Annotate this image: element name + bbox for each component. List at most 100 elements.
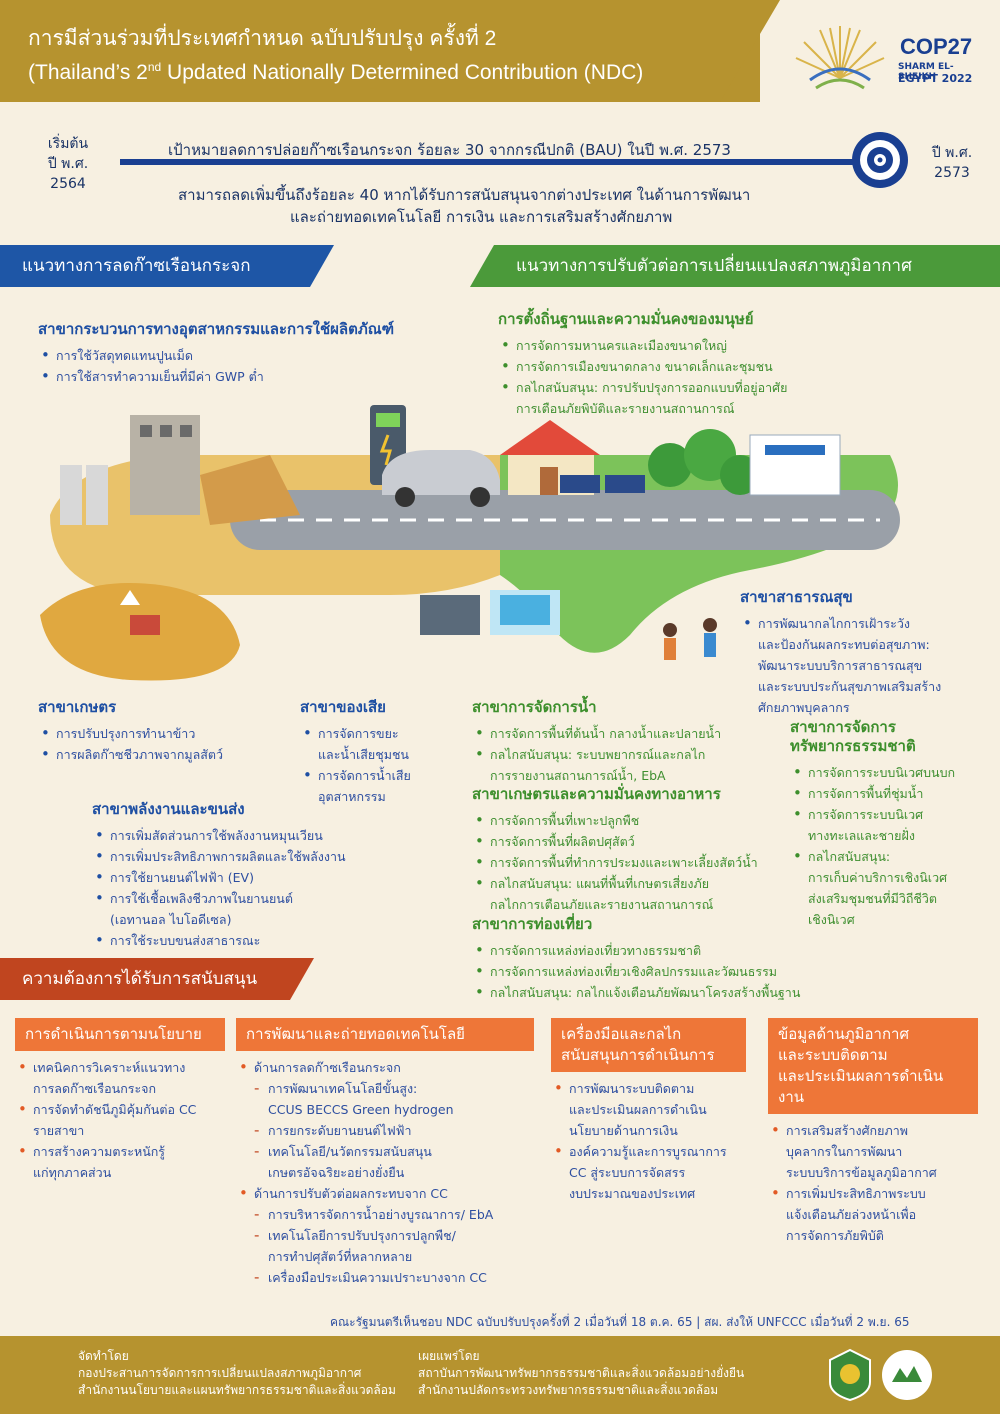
sector-waste-list: การจัดการขยะ และน้ำเสียชุมชน การจัดการน้… <box>300 723 411 807</box>
start-label: เริ่มต้น <box>47 136 89 152</box>
sector-energy-list: การเพิ่มสัดส่วนการใช้พลังงานหมุนเวียน กา… <box>92 825 346 951</box>
support-data-list: การเสริมสร้างศักยภาพ บุคลากรในการพัฒนา ร… <box>768 1120 978 1246</box>
farm-icon <box>40 583 240 681</box>
list-item: การเพิ่มประสิทธิภาพระบบ <box>768 1183 978 1204</box>
support-data: ข้อมูลด้านภูมิอากาศ และระบบติดตาม และประ… <box>768 1018 978 1246</box>
title-line-1: การมีส่วนร่วมที่ประเทศกำหนด ฉบับปรับปรุง… <box>28 27 497 50</box>
cop-subtitle-1: SHARM EL-SHEIKH <box>898 62 954 82</box>
target-icon <box>852 132 908 188</box>
footer-published-by: เผยแพร่โดย สถาบันการพัฒนาทรัพยากรธรรมชาต… <box>418 1348 744 1399</box>
sector-natural-title: สาขาการจัดการ ทรัพยากรธรรมชาติ <box>790 718 955 756</box>
list-item: การจัดทำดัชนีภูมิคุ้มกันต่อ CC <box>15 1099 225 1120</box>
list-item: ศักยภาพบุคลากร <box>758 700 850 715</box>
timeline-start: เริ่มต้น ปี พ.ศ. 2564 <box>38 134 98 194</box>
list-item: การจัดการแหล่งท่องเที่ยวทางธรรมชาติ <box>472 940 800 961</box>
adaptation-banner-tip <box>470 245 494 287</box>
electric-car-icon <box>382 450 500 507</box>
list-item: เกษตรอัจฉริยะอย่างยั่งยืน <box>268 1165 405 1180</box>
support-tech-title: การพัฒนาและถ่ายทอดเทคโนโลยี <box>236 1018 534 1051</box>
sector-tourism-title: สาขาการท่องเที่ยว <box>472 915 593 933</box>
list-item: และระบบประกันสุขภาพเสริมสร้าง <box>758 679 942 694</box>
list-item: การลดก๊าซเรือนกระจก <box>33 1081 157 1096</box>
sector-energy-title: สาขาพลังงานและขนส่ง <box>92 800 245 818</box>
list-item: การผลิตก๊าซชีวภาพจากมูลสัตว์ <box>38 744 223 765</box>
support-data-title-1: ข้อมูลด้านภูมิอากาศ <box>778 1025 909 1043</box>
list-item: การจัดการพื้นที่เพาะปลูกพืช <box>472 810 758 831</box>
sector-natural-resources: สาขาการจัดการ ทรัพยากรธรรมชาติ การจัดการ… <box>790 718 955 930</box>
list-item: การพัฒนากลไกการเฝ้าระวัง <box>740 613 941 634</box>
sector-tourism-list: การจัดการแหล่งท่องเที่ยวทางธรรมชาติ การจ… <box>472 940 800 1003</box>
end-year-label: ปี พ.ศ. <box>931 145 973 161</box>
support-data-title-2: และระบบติดตาม <box>778 1046 888 1064</box>
list-item: การเก็บค่าบริการเชิงนิเวศ <box>808 870 948 885</box>
list-item: แก่ทุกภาคส่วน <box>33 1165 112 1180</box>
list-item: การจัดการภัยพิบัติ <box>786 1228 884 1243</box>
support-data-title: ข้อมูลด้านภูมิอากาศ และระบบติดตาม และประ… <box>768 1018 978 1114</box>
header-tail <box>720 0 780 102</box>
title-line-2: (Thailand’s 2nd Updated Nationally Deter… <box>28 60 643 85</box>
footer-pub-label: เผยแพร่โดย <box>418 1349 480 1363</box>
dam-icon <box>420 590 560 635</box>
start-year: 2564 <box>50 176 86 192</box>
adaptation-banner: แนวทางการปรับตัวต่อการเปลี่ยนแปลงสภาพภูม… <box>494 245 1000 287</box>
list-item: การใช้ยานยนต์ไฟฟ้า (EV) <box>92 867 346 888</box>
support-tools: เครื่องมือและกลไก สนับสนุนการดำเนินการ ก… <box>551 1018 746 1204</box>
approval-note: คณะรัฐมนตรีเห็นชอบ NDC ฉบับปรับปรุงครั้ง… <box>330 1315 910 1329</box>
sector-settlement-list: การจัดการมหานครและเมืองขนาดใหญ่ การจัดกา… <box>498 335 787 419</box>
list-item: การจัดการพื้นที่ชุ่มน้ำ <box>790 783 955 804</box>
list-item: และน้ำเสียชุมชน <box>318 747 409 762</box>
list-item: นโยบายด้านการเงิน <box>569 1123 678 1138</box>
sector-industry-list: การใช้วัสดุทดแทนปูนเม็ด การใช้สารทำความเ… <box>38 345 394 387</box>
support-tools-list: การพัฒนาระบบติดตาม และประเมินผลการดำเนิน… <box>551 1078 746 1204</box>
list-item: งบประมาณของประเทศ <box>569 1186 696 1201</box>
sector-tourism: สาขาการท่องเที่ยว การจัดการแหล่งท่องเที่… <box>472 912 800 1003</box>
list-item: การจัดการเมืองขนาดกลาง ขนาดเล็กและชุมชน <box>498 356 787 377</box>
list-item: การจัดการมหานครและเมืองขนาดใหญ่ <box>498 335 787 356</box>
mitigation-banner: แนวทางการลดก๊าซเรือนกระจก <box>0 245 310 287</box>
support-policy: การดำเนินการตามนโยบาย เทคนิคการวิเคราะห์… <box>15 1018 225 1183</box>
target-text: เป้าหมายลดการปล่อยก๊าซเรือนกระจก ร้อยละ … <box>168 141 731 159</box>
cop-subtitle-2: EGYPT 2022 <box>898 72 973 85</box>
support-banner-tip <box>290 958 314 1000</box>
title-part-a: (Thailand’s 2 <box>28 61 148 84</box>
support-tools-title-1: เครื่องมือและกลไก <box>561 1025 682 1043</box>
list-item: ระบบบริการข้อมูลภูมิอากาศ <box>786 1165 937 1180</box>
institute-logo-icon <box>882 1350 932 1400</box>
list-item: การจัดการขยะ <box>300 723 411 744</box>
list-item: กลไกสนับสนุน: การปรับปรุงการออกแบบที่อยู… <box>498 377 787 398</box>
list-item: การจัดการระบบนิเวศ <box>790 804 955 825</box>
list-item: การจัดการพื้นที่ต้นน้ำ กลางน้ำและปลายน้ำ <box>472 723 721 744</box>
title-part-b: Updated Nationally Determined Contributi… <box>161 61 644 84</box>
sector-food: สาขาเกษตรและความมั่นคงทางอาหาร การจัดการ… <box>472 782 758 915</box>
list-item: การรายงานสถานการณ์น้ำ, EbA <box>490 768 666 783</box>
timeline-end: ปี พ.ศ. 2573 <box>922 143 982 183</box>
sector-waste: สาขาของเสีย การจัดการขยะ และน้ำเสียชุมชน… <box>300 695 411 807</box>
list-item: การบริหารจัดการน้ำอย่างบูรณาการ/ EbA <box>236 1204 534 1225</box>
list-item: การทำปศุสัตว์ที่หลากหลาย <box>268 1249 413 1264</box>
extra-text-1: สามารถลดเพิ่มขึ้นถึงร้อยละ 40 หากได้รับก… <box>178 186 751 204</box>
list-item: การพัฒนาเทคโนโลยีขั้นสูง: <box>236 1078 534 1099</box>
sector-agriculture-list: การปรับปรุงการทำนาข้าว การผลิตก๊าซชีวภาพ… <box>38 723 223 765</box>
people-icon <box>663 618 717 660</box>
list-item: การใช้สารทำความเย็นที่มีค่า GWP ต่ำ <box>38 366 394 387</box>
support-tools-title-2: สนับสนุนการดำเนินการ <box>561 1046 715 1064</box>
sector-agriculture: สาขาเกษตร การปรับปรุงการทำนาข้าว การผลิต… <box>38 695 223 765</box>
title-superscript: nd <box>147 60 162 74</box>
footer-pub-line-2: สำนักงานปลัดกระทรวงทรัพยากรธรรมชาติและสิ… <box>418 1383 719 1397</box>
sector-health-title: สาขาสาธารณสุข <box>740 588 853 606</box>
solar-panel-icon <box>560 475 645 493</box>
list-item: (เอทานอล ไบโอดีเซล) <box>110 912 232 927</box>
support-tools-title: เครื่องมือและกลไก สนับสนุนการดำเนินการ <box>551 1018 746 1072</box>
timeline-line <box>120 159 880 165</box>
list-item: การสร้างความตระหนักรู้ <box>15 1141 225 1162</box>
sector-water-list: การจัดการพื้นที่ต้นน้ำ กลางน้ำและปลายน้ำ… <box>472 723 721 786</box>
sector-natural-title-2: ทรัพยากรธรรมชาติ <box>790 737 916 755</box>
list-item: เทคโนโลยีการปรับปรุงการปลูกพืช/ <box>236 1225 534 1246</box>
header-bar: การมีส่วนร่วมที่ประเทศกำหนด ฉบับปรับปรุง… <box>0 0 760 102</box>
list-item: บุคลากรในการพัฒนา <box>786 1144 903 1159</box>
footer-pub-line-1: สถาบันการพัฒนาทรัพยากรธรรมชาติและสิ่งแวด… <box>418 1366 745 1380</box>
list-item: อุตสาหกรรม <box>318 789 386 804</box>
list-item: การจัดการแหล่งท่องเที่ยวเชิงศิลปกรรมและว… <box>472 961 800 982</box>
list-item: กลไกสนับสนุน: กลไกแจ้งเตือนภัยพัฒนาโครงส… <box>472 982 800 1003</box>
sector-food-list: การจัดการพื้นที่เพาะปลูกพืช การจัดการพื้… <box>472 810 758 915</box>
